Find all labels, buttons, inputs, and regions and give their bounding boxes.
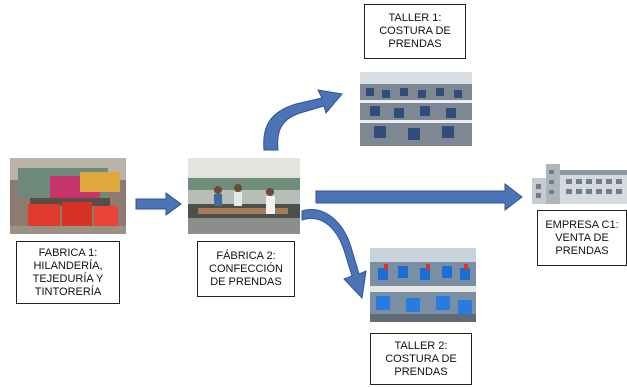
fabrica2-label: FÁBRICA 2: CONFECCIÓN DE PRENDAS: [209, 249, 283, 288]
empresa-label: EMPRESA C1: VENTA DE PRENDAS: [545, 218, 619, 257]
arrow-fabrica1-to-fabrica2: [135, 192, 182, 216]
fabrica1-photo: [10, 158, 126, 234]
fabrica1-label: FABRICA 1: HILANDERÍA, TEJEDURÍA Y TINTO…: [32, 246, 104, 298]
fabrica2-box: FÁBRICA 2: CONFECCIÓN DE PRENDAS: [197, 241, 295, 297]
empresa-photo: [528, 158, 627, 204]
taller1-photo: [360, 72, 472, 146]
arrow-fabrica2-to-taller2: [301, 209, 367, 300]
fabrica1-box: FABRICA 1: HILANDERÍA, TEJEDURÍA Y TINTO…: [16, 241, 120, 304]
fabrica2-photo: [188, 158, 300, 234]
taller1-box: TALLER 1: COSTURA DE PRENDAS: [364, 4, 466, 59]
taller2-photo: [370, 248, 476, 322]
arrow-fabrica2-to-empresa: [315, 182, 523, 212]
arrow-fabrica2-to-taller1: [263, 89, 343, 151]
taller2-box: TALLER 2: COSTURA DE PRENDAS: [370, 333, 472, 385]
taller2-label: TALLER 2: COSTURA DE PRENDAS: [385, 339, 457, 378]
taller1-label: TALLER 1: COSTURA DE PRENDAS: [379, 12, 451, 50]
empresa-box: EMPRESA C1: VENTA DE PRENDAS: [537, 210, 627, 266]
